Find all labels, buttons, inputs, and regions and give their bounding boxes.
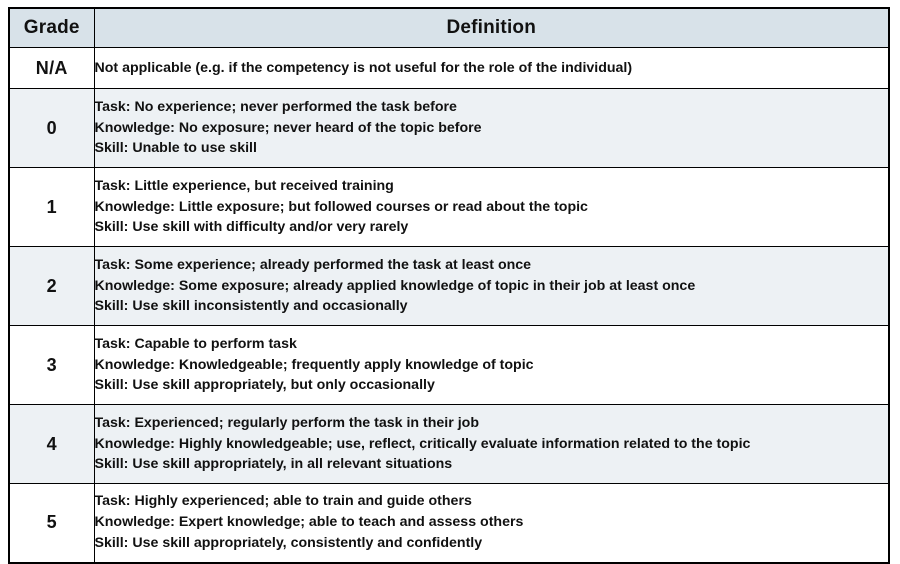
definition-value: Task: Some experience; already performed… bbox=[93, 246, 890, 326]
table-header: Grade Definition bbox=[8, 7, 890, 48]
definition-line: Skill: Unable to use skill bbox=[94, 140, 257, 157]
grade-value: 3 bbox=[8, 325, 95, 405]
definition-line: Task: No experience; never performed the… bbox=[94, 98, 457, 115]
definition-line: Task: Capable to perform task bbox=[94, 335, 297, 352]
definition-line: Not applicable (e.g. if the competency i… bbox=[94, 59, 633, 76]
definition-line: Knowledge: Expert knowledge; able to tea… bbox=[94, 514, 524, 531]
definition-line: Knowledge: No exposure; never heard of t… bbox=[94, 119, 482, 136]
grade-value: N/A bbox=[8, 47, 95, 89]
definition-value: Task: Experienced; regularly perform the… bbox=[93, 404, 890, 484]
definition-line: Knowledge: Little exposure; but followed… bbox=[94, 198, 588, 215]
definition-line: Knowledge: Highly knowledgeable; use, re… bbox=[94, 435, 751, 452]
grade-value: 0 bbox=[8, 88, 95, 168]
definition-line: Task: Some experience; already performed… bbox=[94, 256, 532, 273]
definition-line: Skill: Use skill with difficulty and/or … bbox=[94, 219, 409, 236]
definition-value: Not applicable (e.g. if the competency i… bbox=[93, 47, 890, 89]
column-header-grade: Grade bbox=[8, 7, 95, 48]
column-header-definition: Definition bbox=[93, 7, 890, 48]
grade-value: 1 bbox=[8, 167, 95, 247]
grade-value: 5 bbox=[8, 483, 95, 563]
grade-value: 2 bbox=[8, 246, 95, 326]
grade-value: 4 bbox=[8, 404, 95, 484]
definition-line: Task: Little experience, but received tr… bbox=[94, 177, 394, 194]
definition-line: Knowledge: Some exposure; already applie… bbox=[94, 277, 696, 294]
definition-line: Task: Experienced; regularly perform the… bbox=[94, 414, 479, 431]
definition-line: Skill: Use skill appropriately, but only… bbox=[94, 377, 435, 394]
definition-value: Task: Highly experienced; able to train … bbox=[93, 483, 890, 563]
definition-value: Task: Little experience, but received tr… bbox=[93, 167, 890, 247]
definition-line: Skill: Use skill appropriately, in all r… bbox=[94, 456, 453, 473]
definition-line: Task: Highly experienced; able to train … bbox=[94, 493, 472, 510]
definition-value: Task: No experience; never performed the… bbox=[93, 88, 890, 168]
definition-line: Skill: Use skill appropriately, consiste… bbox=[94, 535, 483, 552]
header-row: Grade Definition bbox=[8, 7, 890, 48]
definition-line: Knowledge: Knowledgeable; frequently app… bbox=[94, 356, 534, 373]
definition-line: Skill: Use skill inconsistently and occa… bbox=[94, 298, 408, 315]
